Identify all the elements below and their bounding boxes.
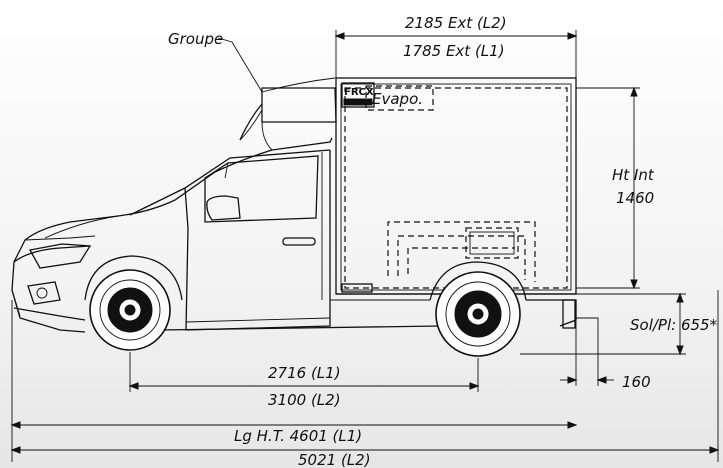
roof-unit-groupe: Groupe xyxy=(168,30,337,151)
van-cab xyxy=(11,137,441,333)
height-int-value: 1460 xyxy=(616,189,654,207)
rear-wheel xyxy=(429,261,527,357)
floor-height-label: Sol/Pl: 655* xyxy=(630,316,718,334)
brand-label: FRCX xyxy=(344,87,374,98)
dimension-box-length: 2185 Ext (L2) 1785 Ext (L1) xyxy=(334,14,578,78)
width-ext-l2-label: 2185 Ext (L2) xyxy=(405,14,507,32)
height-int-label: Ht Int xyxy=(612,166,655,184)
overhang-label: 160 xyxy=(622,373,651,391)
front-wheel xyxy=(84,255,183,351)
length-l2-label: 5021 (L2) xyxy=(298,451,371,468)
width-ext-l1-label: 1785 Ext (L1) xyxy=(403,42,505,60)
dimension-floor-height: Sol/Pl: 655* xyxy=(520,292,718,356)
evapo-label: Evapo. xyxy=(372,90,423,108)
wheelbase-l1-label: 2716 (L1) xyxy=(268,364,341,382)
dimension-overall-length: Lg H.T. 4601 (L1) 5021 (L2) xyxy=(10,290,720,468)
dimension-rear-overhang: 160 xyxy=(560,300,651,391)
dimension-wheelbase: 2716 (L1) 3100 (L2) xyxy=(128,352,480,409)
length-l1-label: Lg H.T. 4601 (L1) xyxy=(234,427,362,445)
wheelbase-l2-label: 3100 (L2) xyxy=(268,391,341,409)
dimension-interior-height: Ht Int 1460 xyxy=(576,86,655,290)
groupe-label: Groupe xyxy=(168,30,223,48)
